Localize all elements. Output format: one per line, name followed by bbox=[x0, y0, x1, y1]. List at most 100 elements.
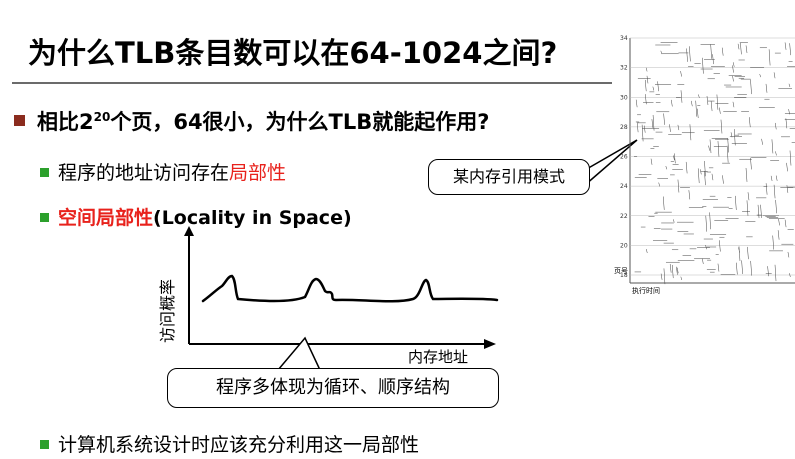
figure-reference-mark bbox=[765, 183, 768, 195]
figure-reference-mark bbox=[689, 46, 691, 62]
figure-reference-mark bbox=[774, 122, 777, 130]
figure-reference-mark bbox=[738, 246, 741, 261]
figure-reference-mark bbox=[759, 74, 761, 78]
bullet-main: 相比220个页，64很小，为什么TLB就能起作用? bbox=[14, 106, 489, 136]
figure-reference-mark bbox=[646, 248, 648, 254]
bullet-main-prefix: 相比2 bbox=[37, 110, 94, 134]
bullet-spatial-highlight: 空间局部性 bbox=[58, 207, 154, 229]
figure-reference-mark bbox=[705, 215, 708, 232]
figure-reference-mark bbox=[732, 101, 735, 108]
figure-reference-mark bbox=[660, 273, 663, 280]
figure-reference-mark bbox=[757, 204, 760, 219]
callout-memory: 某内存引用模式 bbox=[428, 159, 590, 195]
figure-reference-mark bbox=[710, 100, 713, 112]
figure-tick-label: 30 bbox=[620, 94, 628, 101]
figure-reference-mark bbox=[686, 48, 688, 62]
figure-reference-mark bbox=[662, 196, 665, 210]
square-bullet-icon bbox=[40, 440, 49, 449]
figure-x-label: 执行时间 bbox=[632, 287, 660, 295]
figure-reference-mark bbox=[788, 83, 791, 88]
bullet-main-suffix: 个页，64很小，为什么TLB就能起作用? bbox=[110, 110, 490, 134]
figure-reference-mark bbox=[702, 57, 704, 74]
slide-title: 为什么TLB条目数可以在64-1024之间? bbox=[28, 36, 558, 70]
figure-reference-mark bbox=[788, 109, 790, 115]
figure-reference-mark bbox=[708, 145, 710, 151]
figure-reference-mark bbox=[785, 118, 788, 129]
figure-reference-mark bbox=[719, 107, 721, 114]
figure-reference-mark bbox=[777, 230, 780, 240]
figure-reference-mark bbox=[676, 267, 679, 274]
figure-reference-mark bbox=[732, 65, 734, 73]
bullet-design: 计算机系统设计时应该充分利用这一局部性 bbox=[40, 430, 419, 457]
figure-tick-label: 28 bbox=[620, 124, 628, 131]
figure-reference-mark bbox=[636, 121, 639, 133]
figure-tick-label: 34 bbox=[620, 35, 628, 42]
figure-reference-mark bbox=[786, 185, 789, 193]
figure-reference-mark bbox=[750, 79, 752, 95]
callout-memory-pointer bbox=[584, 139, 638, 186]
figure-reference-mark bbox=[646, 75, 649, 84]
figure-reference-mark bbox=[669, 124, 671, 132]
figure-reference-mark bbox=[784, 219, 787, 228]
figure-reference-mark bbox=[733, 129, 736, 146]
figure-reference-mark bbox=[704, 160, 706, 177]
probability-curve bbox=[201, 274, 499, 303]
figure-reference-mark bbox=[771, 139, 774, 154]
figure-reference-mark bbox=[665, 165, 668, 170]
figure-reference-mark bbox=[688, 190, 691, 200]
figure-reference-mark bbox=[732, 75, 734, 82]
title-divider bbox=[12, 82, 612, 84]
figure-reference-mark bbox=[772, 235, 774, 250]
figure-reference-mark bbox=[760, 204, 762, 218]
figure-reference-mark bbox=[717, 263, 720, 272]
figure-reference-mark bbox=[741, 260, 743, 274]
figure-reference-mark bbox=[720, 119, 723, 134]
figure-reference-mark bbox=[770, 175, 773, 182]
figure-reference-mark bbox=[697, 168, 700, 184]
figure-reference-mark bbox=[705, 244, 707, 250]
bullet-design-text: 计算机系统设计时应该充分利用这一局部性 bbox=[58, 434, 420, 456]
figure-reference-mark bbox=[635, 99, 638, 108]
figure-reference-mark bbox=[716, 94, 719, 110]
bullet-locality-prefix: 程序的地址访问存在 bbox=[58, 162, 230, 184]
bullet-spatial-suffix: (Locality in Space) bbox=[153, 207, 352, 229]
figure-reference-mark bbox=[706, 96, 709, 106]
figure-reference-mark bbox=[680, 276, 683, 281]
figure-reference-mark bbox=[746, 200, 749, 216]
figure-reference-mark bbox=[787, 251, 790, 258]
figure-reference-mark bbox=[726, 145, 729, 163]
figure-reference-mark bbox=[727, 138, 729, 153]
figure-reference-mark bbox=[652, 86, 655, 91]
figure-reference-mark bbox=[789, 273, 791, 278]
figure-reference-mark bbox=[709, 139, 712, 154]
figure-reference-mark bbox=[650, 158, 653, 165]
figure-reference-mark bbox=[774, 264, 777, 282]
callout-structure: 程序多体现为循环、顺序结构 bbox=[167, 368, 499, 408]
figure-tick-label: 24 bbox=[620, 183, 628, 190]
figure-reference-mark bbox=[710, 44, 712, 59]
figure-reference-mark bbox=[711, 173, 714, 181]
figure-reference-mark bbox=[789, 150, 792, 166]
figure-reference-mark bbox=[704, 171, 706, 186]
figure-reference-mark bbox=[669, 264, 672, 273]
figure-reference-mark bbox=[775, 175, 778, 181]
figure-tick-label: 26 bbox=[620, 154, 628, 161]
bullet-main-exponent: 20 bbox=[93, 110, 111, 124]
figure-reference-mark bbox=[775, 151, 777, 156]
figure-reference-mark bbox=[747, 192, 750, 201]
figure-reference-mark bbox=[749, 117, 751, 128]
square-bullet-icon bbox=[14, 115, 25, 126]
square-bullet-icon bbox=[40, 168, 49, 177]
graph-x-arrow bbox=[484, 339, 496, 349]
figure-reference-mark bbox=[641, 124, 644, 142]
figure-reference-mark bbox=[712, 54, 714, 65]
figure-tick-label: 22 bbox=[620, 213, 628, 220]
figure-reference-mark bbox=[696, 108, 699, 119]
figure-reference-mark bbox=[761, 138, 763, 145]
bullet-locality: 程序的地址访问存在局部性 bbox=[40, 158, 286, 185]
graph-x-label: 内存地址 bbox=[408, 348, 469, 366]
figure-reference-mark bbox=[671, 99, 673, 107]
figure-reference-mark bbox=[673, 155, 675, 161]
